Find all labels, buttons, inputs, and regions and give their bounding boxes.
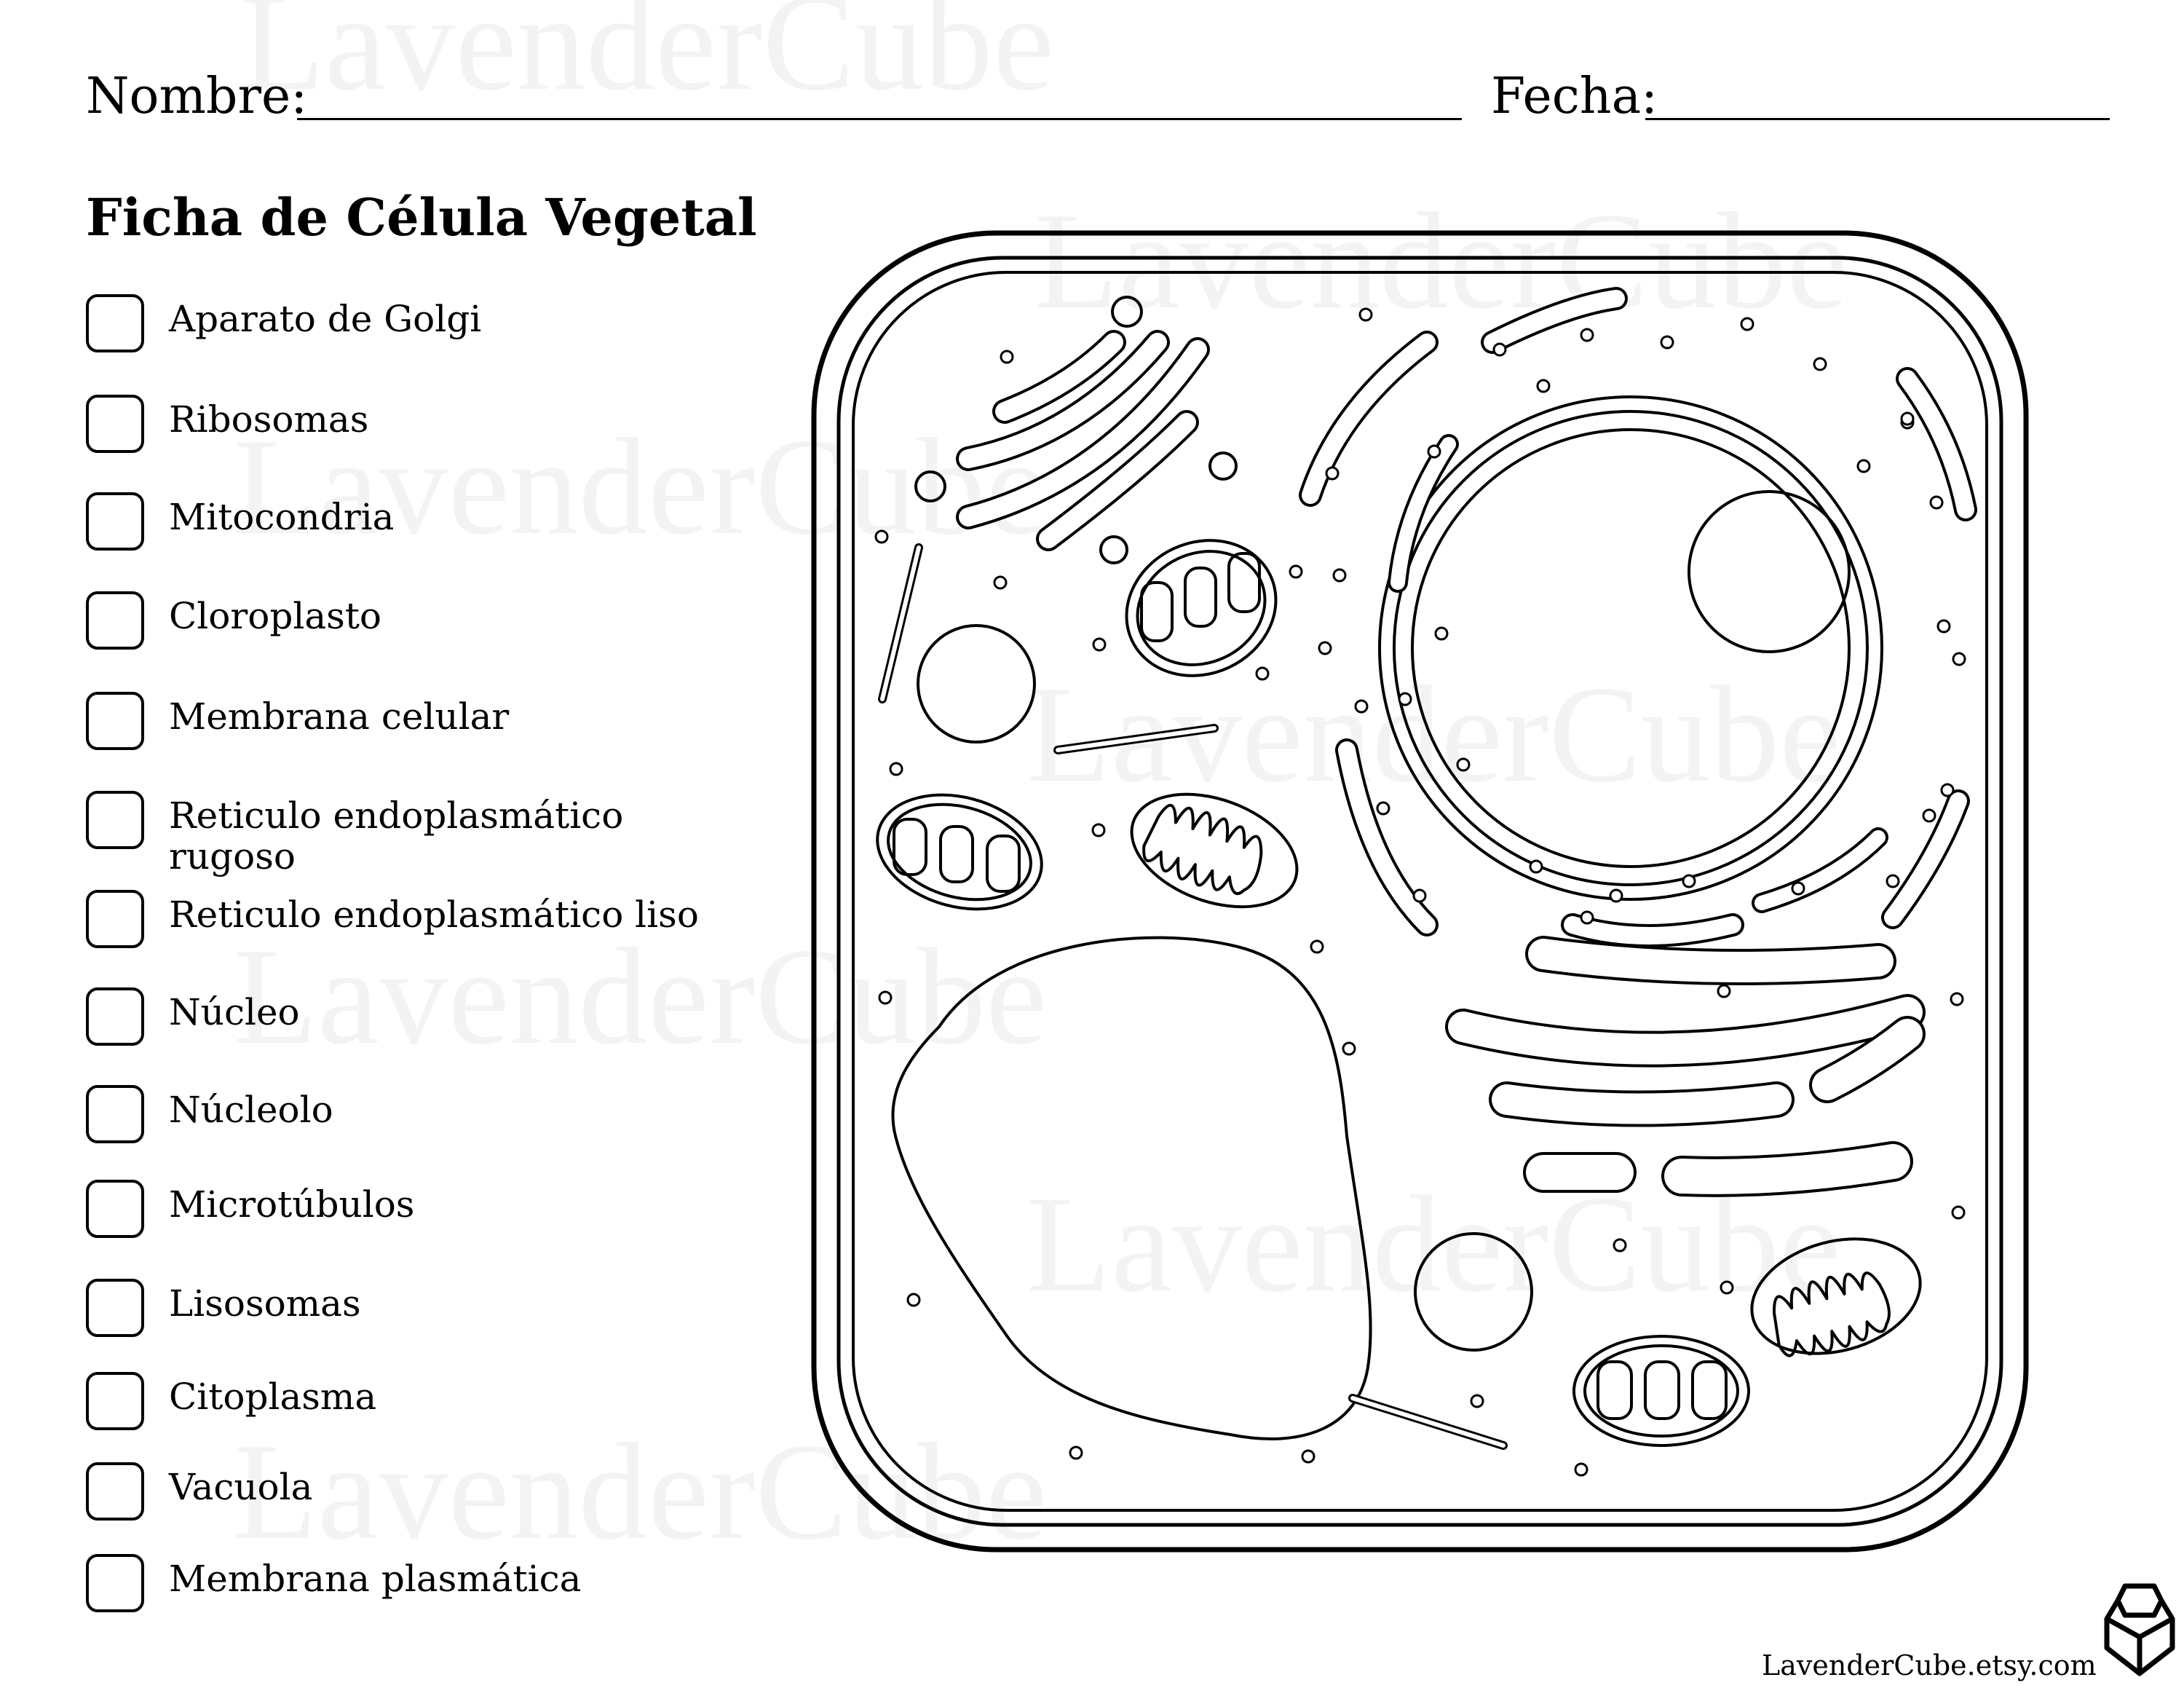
mitochondrion	[1130, 792, 1299, 909]
chloroplast	[1125, 539, 1278, 677]
checkbox[interactable]	[86, 987, 144, 1046]
checklist-label: Citoplasma	[169, 1376, 377, 1418]
checklist-label: Aparato de Golgi	[169, 298, 482, 340]
checkbox[interactable]	[86, 591, 144, 650]
checklist-label: Núcleolo	[169, 1089, 333, 1131]
checklist-label: Lisosomas	[169, 1282, 361, 1325]
checklist-label: Membrana celular	[169, 695, 510, 738]
cell-wall-inner	[836, 256, 2003, 1527]
vacuole	[891, 936, 1372, 1440]
checklist-label: Mitocondria	[169, 496, 395, 538]
chloroplast	[1572, 1335, 1750, 1447]
cytoplasm-ribosomes	[874, 307, 1966, 1477]
checklist-label: Vacuola	[169, 1466, 313, 1508]
mitochondrion	[1750, 1237, 1922, 1357]
footer-website: LavenderCube.etsy.com	[1762, 1649, 2097, 1681]
checklist-label: Ribosomas	[169, 398, 369, 441]
checklist-label: Cloroplasto	[169, 595, 382, 637]
checkbox[interactable]	[86, 1372, 144, 1430]
checkbox[interactable]	[86, 791, 144, 849]
rough-er	[1299, 287, 1977, 947]
checkbox[interactable]	[86, 1180, 144, 1238]
smooth-er	[1445, 936, 1926, 1197]
checkbox[interactable]	[86, 1554, 144, 1612]
checklist-label: Reticulo endoplasmático rugoso	[169, 794, 624, 877]
checklist-label: Microtúbulos	[169, 1183, 415, 1226]
microtubule	[878, 543, 1508, 1450]
lavendercube-logo-icon	[2100, 1579, 2180, 1684]
checkbox[interactable]	[86, 692, 144, 750]
name-label: Nombre:	[86, 68, 308, 125]
page-title: Ficha de Célula Vegetal	[86, 187, 757, 248]
checkbox[interactable]	[86, 395, 144, 453]
lysosome	[1414, 1232, 1533, 1352]
checkbox[interactable]	[86, 1085, 144, 1143]
checklist-label: Membrana plasmática	[169, 1558, 582, 1600]
ribosomes	[1318, 317, 1951, 925]
cell-wall-outer	[811, 230, 2029, 1553]
nucleolus	[1688, 490, 1851, 653]
checkbox[interactable]	[86, 294, 144, 352]
date-field[interactable]	[1645, 118, 2110, 120]
checkbox[interactable]	[86, 890, 144, 948]
name-field[interactable]	[297, 118, 1462, 120]
golgi-apparatus	[914, 296, 1238, 564]
nucleus	[1378, 395, 1883, 901]
plasma-membrane	[852, 271, 1988, 1512]
lysosome	[917, 624, 1036, 744]
chloroplast	[876, 793, 1043, 911]
checklist-label: Reticulo endoplasmático liso	[169, 894, 699, 936]
checkbox[interactable]	[86, 1462, 144, 1521]
checklist-label: Núcleo	[169, 991, 300, 1033]
checkbox[interactable]	[86, 1279, 144, 1337]
worksheet-header: Nombre: Fecha:	[86, 64, 2110, 130]
date-label: Fecha:	[1491, 68, 1658, 125]
checkbox[interactable]	[86, 492, 144, 551]
